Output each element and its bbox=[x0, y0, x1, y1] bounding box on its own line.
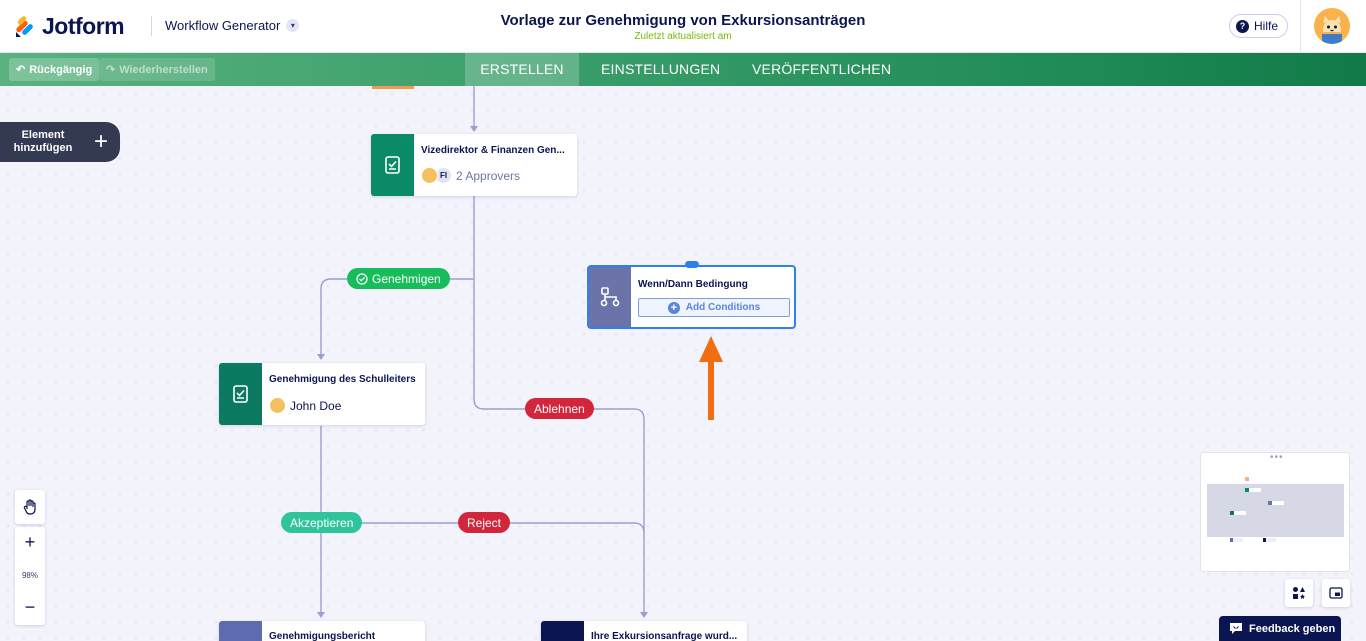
approval-doc-icon bbox=[384, 156, 400, 174]
page-title[interactable]: Vorlage zur Genehmigung von Exkursionsan… bbox=[500, 12, 866, 29]
chevron-down-icon: ▾ bbox=[286, 19, 300, 32]
node-vice-director-approval[interactable]: Vizedirektor & Finanzen Gen... FI 2 Appr… bbox=[371, 134, 577, 196]
approval-side bbox=[219, 363, 262, 425]
redo-icon: ↷ bbox=[106, 64, 116, 76]
minimap-node bbox=[1233, 538, 1243, 542]
plus-icon: + bbox=[94, 128, 109, 155]
branch-reject[interactable]: Reject bbox=[458, 512, 511, 533]
condition-side bbox=[589, 267, 631, 327]
chat-feedback-icon bbox=[1230, 623, 1242, 634]
branch-decline-label: Ablehnen bbox=[534, 401, 585, 416]
node-request-rejected-email[interactable]: Ihre Exkursionsanfrage wurd... bbox=[541, 621, 747, 641]
approval-doc-icon bbox=[232, 385, 248, 403]
minimap-toggle-button[interactable] bbox=[1322, 579, 1350, 607]
redo-label: Wiederherstellen bbox=[119, 63, 208, 76]
approver-avatar-icon bbox=[421, 167, 438, 184]
minimap-node bbox=[1272, 501, 1284, 505]
node-title: Vizedirektor & Finanzen Gen... bbox=[421, 145, 565, 156]
minimap-viewport bbox=[1207, 484, 1344, 537]
hand-icon bbox=[23, 499, 36, 515]
connector-lines bbox=[317, 86, 648, 618]
minimap[interactable]: ••• bbox=[1200, 452, 1350, 572]
minimap-node bbox=[1230, 538, 1233, 542]
help-button[interactable]: ? Hilfe bbox=[1229, 14, 1289, 38]
minimap-node bbox=[1249, 488, 1261, 492]
undo-icon: ↶ bbox=[16, 64, 26, 76]
logo-text: Jotform bbox=[42, 13, 125, 39]
minimap-node bbox=[1245, 488, 1249, 492]
branch-approve-label: Genehmigen bbox=[372, 271, 441, 286]
connection-handle[interactable] bbox=[685, 261, 699, 268]
zoom-level: 98% bbox=[21, 571, 38, 580]
app-switcher[interactable]: Workflow Generator ▾ bbox=[165, 18, 300, 33]
jotform-logo[interactable]: Jotform bbox=[14, 13, 125, 40]
previous-node-edge bbox=[372, 86, 414, 89]
branch-accept[interactable]: Akzeptieren bbox=[281, 512, 363, 533]
zoom-controls: + 98% − bbox=[15, 527, 45, 625]
leaf-check-icon bbox=[356, 272, 368, 285]
email-side bbox=[541, 621, 584, 641]
feedback-label: Feedback geben bbox=[1249, 622, 1336, 635]
node-title: Genehmigungsbericht bbox=[269, 631, 376, 641]
node-title: Genehmigung des Schulleiters bbox=[269, 374, 416, 385]
undo-button[interactable]: ↶ Rückgängig bbox=[9, 58, 100, 81]
app-header: Jotform Workflow Generator ▾ Vorlage zur… bbox=[0, 0, 1366, 53]
jotform-logo-icon bbox=[16, 15, 33, 37]
approver-name: John Doe bbox=[290, 398, 342, 413]
workflow-canvas[interactable]: Element hinzufügen + Vizedirektor & Fina… bbox=[0, 86, 1366, 641]
node-title: Ihre Exkursionsanfrage wurd... bbox=[591, 631, 738, 641]
minimap-node bbox=[1230, 511, 1234, 515]
pan-tool-button[interactable] bbox=[15, 490, 45, 524]
tab-build[interactable]: ERSTELLEN bbox=[465, 53, 579, 86]
header-divider-right bbox=[1300, 0, 1301, 53]
builder-toolbar: ↶ Rückgängig ↷ Wiederherstellen ERSTELLE… bbox=[0, 53, 1366, 86]
drag-handle-icon[interactable]: ••• bbox=[1270, 452, 1284, 463]
app-switcher-label: Workflow Generator bbox=[165, 18, 281, 33]
question-icon: ? bbox=[1236, 19, 1249, 33]
approver-avatar-icon bbox=[269, 397, 286, 414]
avatar[interactable] bbox=[1314, 8, 1350, 44]
picture-in-picture-icon bbox=[1329, 587, 1343, 599]
cat-avatar-icon bbox=[1314, 8, 1350, 44]
branch-accept-label: Akzeptieren bbox=[290, 515, 354, 530]
zoom-out-button[interactable]: − bbox=[24, 597, 36, 617]
node-principal-approval[interactable]: Genehmigung des Schulleiters John Doe bbox=[219, 363, 425, 425]
header-divider bbox=[151, 16, 152, 36]
add-element-label: Element hinzufügen bbox=[13, 129, 73, 154]
node-title: Wenn/Dann Bedingung bbox=[638, 279, 748, 290]
redo-button[interactable]: ↷ Wiederherstellen bbox=[99, 58, 215, 81]
tab-settings[interactable]: EINSTELLUNGEN bbox=[601, 61, 721, 77]
last-updated-text: Zuletzt aktualisiert am bbox=[634, 31, 732, 42]
help-label: Hilfe bbox=[1254, 19, 1279, 33]
branch-reject-label: Reject bbox=[467, 515, 502, 530]
up-arrow-icon bbox=[699, 336, 723, 420]
branch-icon bbox=[600, 287, 620, 307]
tab-publish[interactable]: VERÖFFENTLICHEN bbox=[752, 61, 892, 77]
minimap-node bbox=[1234, 511, 1246, 515]
zoom-in-button[interactable]: + bbox=[24, 532, 36, 552]
minimap-node bbox=[1266, 538, 1276, 542]
plus-circle-icon: + bbox=[667, 301, 680, 314]
title-block: Vorlage zur Genehmigung von Exkursionsan… bbox=[383, 12, 983, 42]
minimap-node bbox=[1263, 538, 1266, 542]
elements-panel-button[interactable] bbox=[1285, 579, 1313, 607]
minimap-node bbox=[1245, 477, 1249, 481]
approval-side bbox=[371, 134, 414, 196]
undo-label: Rückgängig bbox=[29, 63, 93, 76]
add-conditions-button[interactable]: + Add Conditions bbox=[638, 298, 790, 317]
shapes-icon bbox=[1293, 587, 1305, 599]
add-conditions-label: Add Conditions bbox=[685, 302, 761, 313]
feedback-button[interactable]: Feedback geben bbox=[1219, 616, 1341, 641]
branch-approve[interactable]: Genehmigen bbox=[347, 268, 450, 289]
node-if-then-condition[interactable]: Wenn/Dann Bedingung + Add Conditions bbox=[587, 261, 796, 329]
approvers-count: 2 Approvers bbox=[456, 168, 521, 183]
minimap-node bbox=[1268, 501, 1272, 505]
add-element-button[interactable]: Element hinzufügen + bbox=[0, 122, 120, 162]
report-side bbox=[219, 621, 262, 641]
branch-decline[interactable]: Ablehnen bbox=[525, 398, 594, 419]
node-approval-report[interactable]: Genehmigungsbericht bbox=[219, 621, 425, 641]
